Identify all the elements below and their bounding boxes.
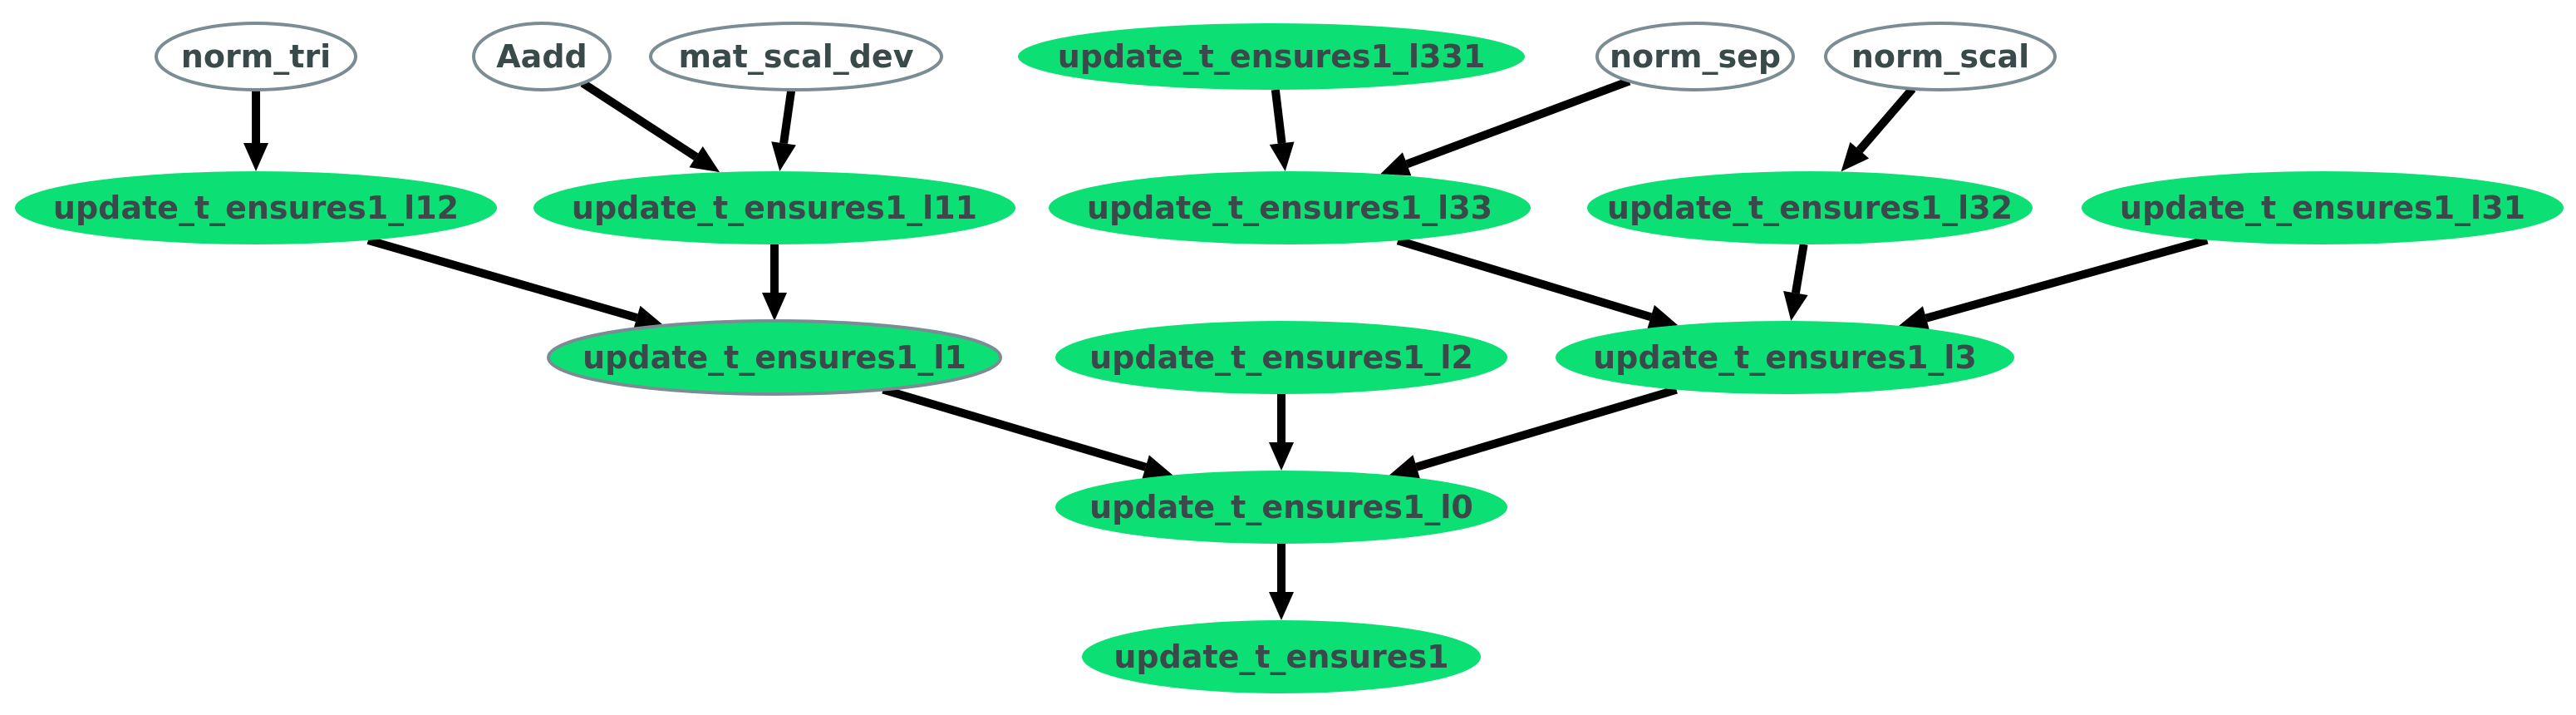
node-label: update_t_ensures1_l12 [53,190,459,226]
edge-l331-to-l33 [1269,89,1295,172]
node-label: mat_scal_dev [679,38,914,75]
node-shape [547,319,1002,396]
node-shape [1082,620,1481,693]
node-label: update_t_ensures1 [1113,639,1448,675]
arrowhead-icon [1783,291,1808,322]
arrowhead-icon [771,141,796,172]
node-shape [1587,171,2033,244]
node-l0[interactable]: update_t_ensures1_l0 [1055,471,1507,544]
node-label: update_t_ensures1_l32 [1607,190,2013,226]
node-l3[interactable]: update_t_ensures1_l3 [1556,321,2014,394]
edge-line [882,385,1148,471]
node-label: update_t_ensures1_l33 [1087,190,1492,226]
node-aadd[interactable]: Aadd [472,22,612,91]
node-l12[interactable]: update_t_ensures1_l12 [15,171,497,244]
arrowhead-icon [1389,455,1420,480]
node-shape [1595,22,1795,91]
arrowhead-icon [1380,152,1412,176]
edge-line [1856,86,1916,153]
node-l331[interactable]: update_t_ensures1_l331 [1018,23,1525,90]
edges-layer [243,76,2209,620]
node-shape [155,22,357,91]
edge-l33-to-l3 [1396,236,1679,329]
arrowhead-icon [243,143,268,171]
node-shape [472,22,612,91]
arrowhead-icon [1647,304,1679,329]
edge-aadd-to-l11 [580,79,720,173]
edge-line [1791,244,1808,294]
node-label: update_t_ensures1_l2 [1089,339,1473,376]
node-l32[interactable]: update_t_ensures1_l32 [1587,171,2033,244]
node-shape [533,171,1015,244]
node-shape [1055,321,1507,394]
node-shape [1556,321,2014,394]
edge-l3-to-l0 [1389,385,1678,480]
edge-line [1405,76,1631,169]
node-label: update_t_ensures1_l31 [2120,190,2525,226]
nodes-layer: norm_tri Aadd mat_scal_dev update_t_ensures… [15,22,2564,693]
node-label: update_t_ensures1_l3 [1593,339,1977,376]
edge-norm-scal-to-l32 [1841,86,1916,172]
node-shape [15,171,497,244]
node-l2[interactable]: update_t_ensures1_l2 [1055,321,1507,394]
edge-line [1925,235,2209,323]
node-shape [649,22,943,91]
node-label: norm_tri [181,38,331,75]
edge-norm-sep-to-l33 [1380,76,1631,176]
arrowhead-icon [633,305,664,330]
edge-l11-to-l1 [762,244,787,321]
edge-l0-to-root [1269,544,1294,620]
edge-line [1271,89,1286,144]
arrowhead-icon [1899,306,1930,331]
edge-line [580,79,699,160]
edge-line [366,236,638,323]
node-label: update_t_ensures1_l11 [572,190,977,226]
edge-norm-tri-to-l12 [243,90,268,171]
arrowhead-icon [1269,592,1294,620]
arrowhead-icon [689,146,720,173]
node-label: update_t_ensures1_l1 [583,339,966,376]
arrowhead-icon [1841,141,1870,172]
node-label: update_t_ensures1_l331 [1058,38,1486,75]
node-shape [1824,22,2057,91]
node-root[interactable]: update_t_ensures1 [1082,620,1481,693]
edge-line [1415,385,1678,471]
node-mat-scal-dev[interactable]: mat_scal_dev [649,22,943,91]
node-l33[interactable]: update_t_ensures1_l33 [1049,171,1531,244]
node-shape [2082,171,2564,244]
node-norm-sep[interactable]: norm_sep [1595,22,1795,91]
arrowhead-icon [1142,455,1173,480]
node-norm-tri[interactable]: norm_tri [155,22,357,91]
edge-mat-scal-dev-to-l11 [771,89,796,172]
arrowhead-icon [762,293,787,321]
node-l1[interactable]: update_t_ensures1_l1 [547,319,1002,396]
node-shape [1049,171,1531,244]
node-l11[interactable]: update_t_ensures1_l11 [533,171,1015,244]
node-label: Aadd [496,38,587,75]
node-label: update_t_ensures1_l0 [1089,489,1473,525]
arrowhead-icon [1269,442,1294,471]
edge-line [779,89,796,145]
edge-l32-to-l3 [1783,244,1808,322]
arrowhead-icon [1269,141,1295,172]
node-l31[interactable]: update_t_ensures1_l31 [2082,171,2564,244]
edge-l31-to-l3 [1899,235,2209,331]
node-label: norm_sep [1610,38,1781,75]
edge-l12-to-l1 [366,236,664,330]
edge-line [1396,236,1653,322]
node-label: norm_scal [1851,38,2029,75]
edge-l1-to-l0 [882,385,1173,480]
node-shape [1018,23,1525,90]
edge-l2-to-l0 [1269,394,1294,471]
node-norm-scal[interactable]: norm_scal [1824,22,2057,91]
node-shape [1055,471,1507,544]
